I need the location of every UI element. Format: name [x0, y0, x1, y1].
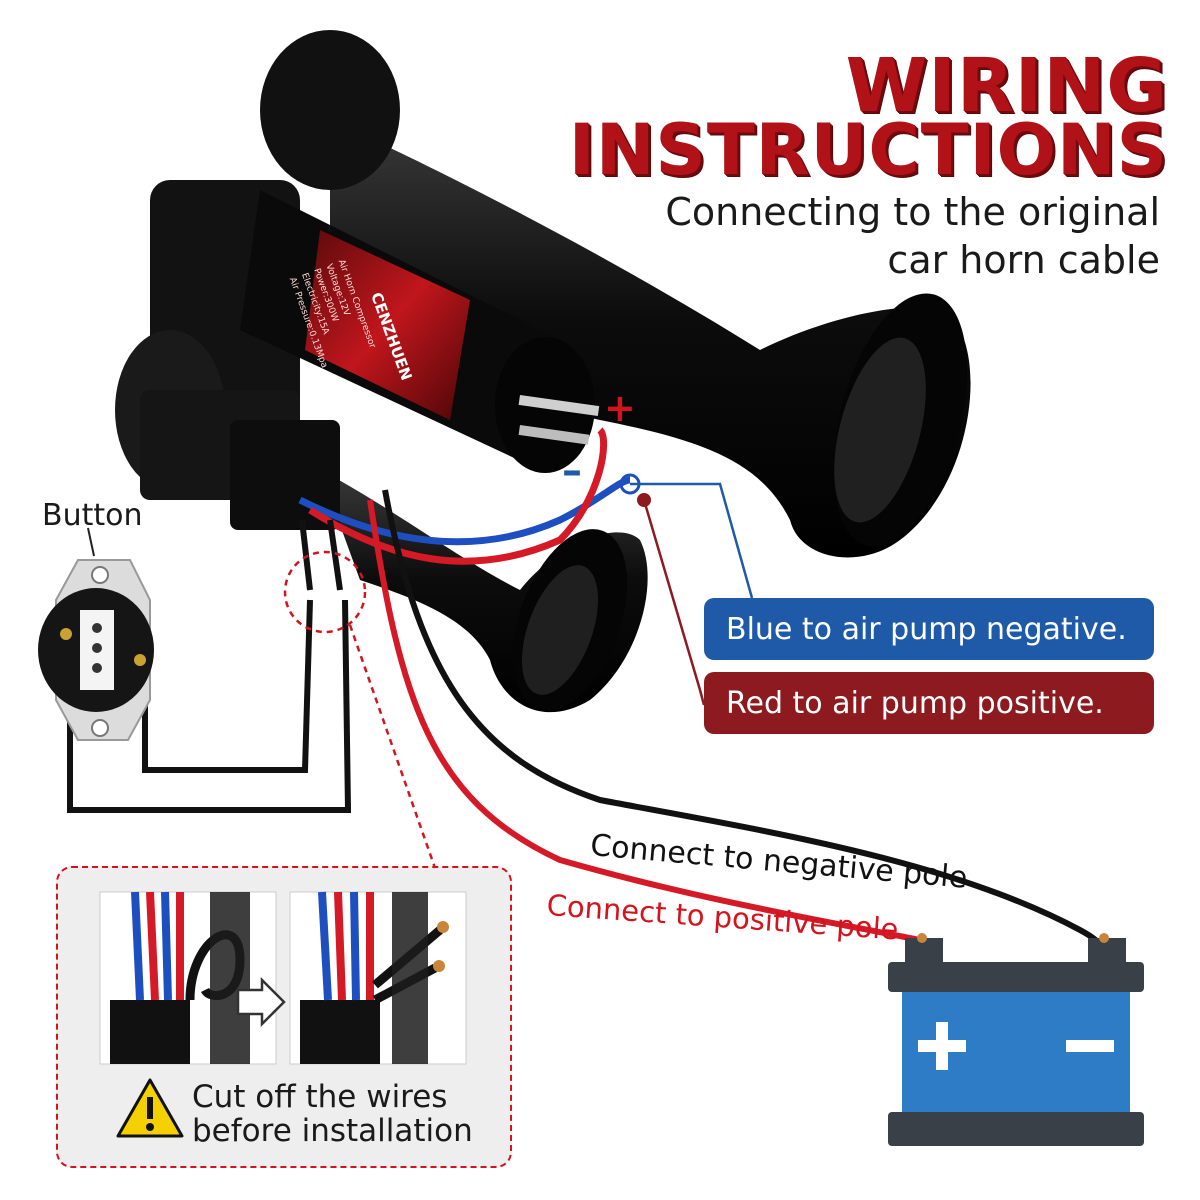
red-wire-note-text: Red to air pump positive. [726, 685, 1104, 721]
negative-cable [382, 489, 1107, 952]
positive-terminal-tip [917, 933, 927, 943]
compressor [115, 180, 600, 500]
battery-icon [888, 938, 1144, 1146]
blue-pump-wire [298, 476, 631, 546]
positive-sign: + [604, 386, 636, 430]
positive-cable [367, 499, 921, 943]
small-horn [320, 470, 648, 713]
subtitle-line-2: car horn cable [887, 238, 1160, 282]
large-horn [260, 30, 971, 558]
switch-wire-a [327, 519, 343, 591]
push-button [38, 527, 154, 741]
warning-line-1: Cut off the wires [192, 1079, 448, 1115]
arrow-right-icon [236, 976, 286, 1028]
switch-wire-b [299, 519, 313, 591]
red-leader-line [642, 499, 706, 706]
subtitle-line-1: Connecting to the original [665, 190, 1160, 234]
button-label: Button [42, 498, 143, 533]
title-line-2: INSTRUCTIONS [568, 109, 1168, 191]
warning-line-2: before installation [192, 1113, 473, 1149]
blue-wire-note-text: Blue to air pump negative. [726, 611, 1127, 647]
negative-terminal-tip [1099, 933, 1109, 943]
warning-icon [116, 1078, 184, 1138]
blue-wire-note: Blue to air pump negative. [704, 598, 1154, 660]
blue-leader-line [630, 482, 754, 599]
cut-point-circle [283, 550, 367, 634]
cut-point-leader [348, 624, 437, 869]
button-loop-inner [142, 599, 313, 773]
warning-text: Cut off the wires before installation [192, 1080, 473, 1148]
title-line-1: WIRING [845, 43, 1168, 129]
red-wire-note: Red to air pump positive. [704, 672, 1154, 734]
negative-sign: – [562, 448, 582, 494]
cut-wire-photos [99, 891, 467, 1065]
